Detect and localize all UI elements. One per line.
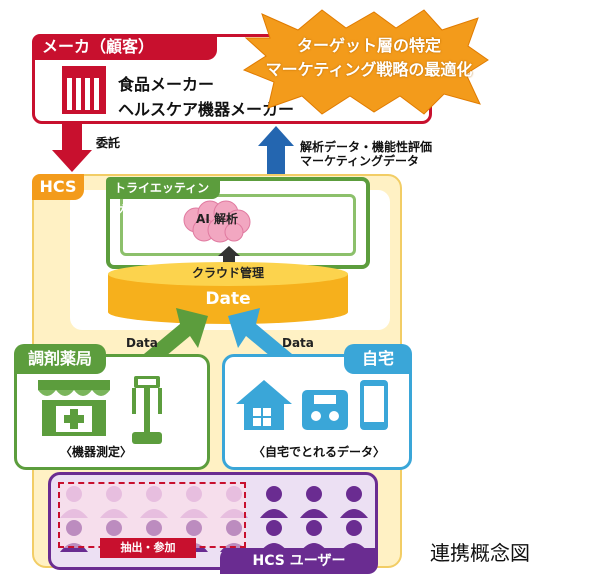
burst-text: ターゲット層の特定 マーケティング戦略の最適化 bbox=[262, 34, 476, 82]
feedback-arrow-icon bbox=[258, 126, 294, 174]
burst-line-1: ターゲット層の特定 bbox=[296, 36, 441, 55]
extract-tag: 抽出・参加 bbox=[100, 538, 196, 558]
starburst-icon bbox=[242, 9, 489, 115]
diagram-caption: 連携概念図 bbox=[430, 541, 530, 565]
feedback-line-2: マーケティングデータ bbox=[300, 154, 420, 168]
maker-lines: 食品メーカー ヘルスケア機器メーカー bbox=[118, 72, 294, 122]
factory-icon bbox=[62, 66, 106, 114]
database-cylinder-icon bbox=[108, 262, 348, 324]
users-tab: HCS ユーザー bbox=[220, 548, 378, 574]
house-icon bbox=[236, 380, 292, 430]
pharmacy-tab: 調剤薬局 bbox=[14, 344, 106, 374]
ai-label: AI 解析 bbox=[196, 212, 238, 226]
data-label-left: Data bbox=[126, 336, 158, 350]
commission-label: 委託 bbox=[96, 136, 121, 150]
scale-icon bbox=[302, 390, 348, 430]
data-label-right: Data bbox=[282, 336, 314, 350]
commission-arrow-icon bbox=[52, 124, 92, 172]
burst-line-2: マーケティング戦略の最適化 bbox=[265, 60, 473, 79]
pharmacy-store-icon bbox=[38, 380, 110, 436]
try-eating-tab: トライエッティング bbox=[106, 177, 220, 217]
maker-line-1: 食品メーカー bbox=[118, 75, 215, 94]
maker-header: メーカ（顧客） bbox=[32, 34, 217, 60]
feedback-label: 解析データ・機能性評価 マーケティングデータ bbox=[300, 140, 432, 168]
maker-line-2: ヘルスケア機器メーカー bbox=[118, 100, 295, 119]
feedback-line-1: 解析データ・機能性評価 bbox=[300, 140, 433, 154]
pharmacy-caption: 〈機器測定〉 bbox=[59, 445, 132, 459]
body-scale-icon bbox=[132, 376, 162, 444]
home-tab: 自宅 bbox=[344, 344, 412, 374]
date-label: Date bbox=[205, 289, 251, 309]
hcs-tab: HCS bbox=[32, 174, 84, 200]
home-caption: 〈自宅でとれるデータ〉 bbox=[252, 445, 385, 459]
brain-icon bbox=[183, 200, 251, 243]
cloud-label: クラウド管理 bbox=[191, 266, 264, 280]
smartphone-icon bbox=[360, 380, 388, 430]
